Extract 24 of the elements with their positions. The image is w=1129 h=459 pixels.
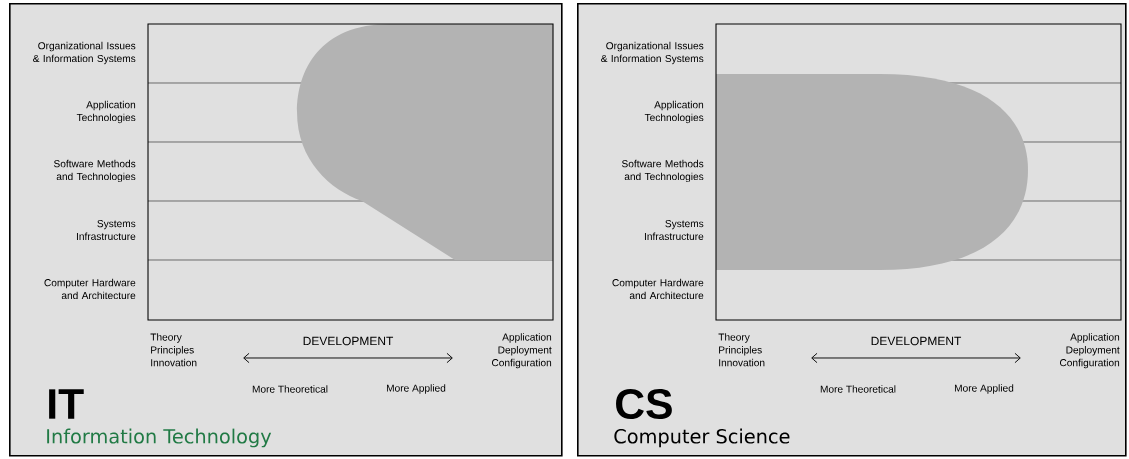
axis-title: DEVELOPMENT bbox=[303, 336, 394, 346]
row-label: Application Technologies bbox=[76, 100, 136, 124]
row-label: Organizational Issues & Information Systems bbox=[33, 41, 136, 65]
row-label: Software Methods and Technologies bbox=[53, 159, 136, 183]
row-label: Systems Infrastructure bbox=[77, 220, 136, 240]
row-label: Computer Hardware and Architecture bbox=[612, 278, 704, 300]
axis-end-label: Application Deployment Configuration bbox=[1060, 333, 1120, 369]
panel-subtitle: Information Technology bbox=[47, 428, 272, 448]
axis-end-label: Theory Principles Innovation bbox=[718, 333, 765, 367]
row-label: Computer Hardware and Architecture bbox=[44, 278, 136, 300]
axis-end-label: Theory Principles Innovation bbox=[150, 333, 197, 367]
row-label: Software Methods and Technologies bbox=[621, 159, 704, 183]
axis-end-label: Application Deployment Configuration bbox=[492, 333, 552, 369]
axis-title: DEVELOPMENT bbox=[871, 336, 962, 346]
axis-side-label: More Applied bbox=[955, 384, 1014, 394]
row-label: Systems Infrastructure bbox=[645, 220, 704, 240]
panel-title: CS bbox=[616, 388, 672, 420]
row-label: Organizational Issues & Information Systems bbox=[601, 41, 704, 65]
axis-side-label: More Theoretical bbox=[252, 385, 328, 393]
panel-subtitle: Computer Science bbox=[614, 428, 790, 448]
row-label: Application Technologies bbox=[644, 100, 704, 124]
panel-title: IT bbox=[49, 389, 84, 419]
axis-side-label: More Applied bbox=[387, 384, 446, 394]
axis-side-label: More Theoretical bbox=[820, 385, 896, 393]
